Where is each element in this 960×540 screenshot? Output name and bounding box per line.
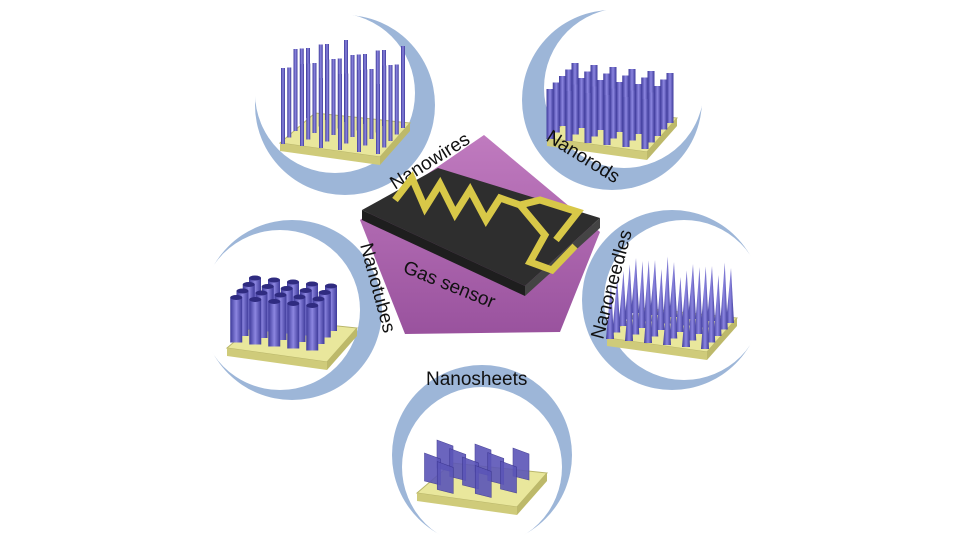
substrate-side <box>517 473 547 515</box>
nanorods-structures <box>546 63 674 149</box>
substrate-edge <box>607 338 707 360</box>
substrate-side <box>380 123 410 165</box>
nanotubes-structures <box>230 275 337 351</box>
substrate-edge <box>547 138 647 160</box>
nanosheets-structures <box>424 439 530 498</box>
nanowires-structures <box>281 40 405 154</box>
substrate-edge <box>227 348 327 370</box>
substrate-side <box>647 118 677 160</box>
substrate-edge <box>280 143 380 165</box>
nanosheets-label: Nanosheets <box>426 369 527 390</box>
nanoneedles-structures <box>606 256 734 349</box>
substrate-side <box>327 328 357 370</box>
panel-nanorods: Nanorods <box>522 8 704 190</box>
substrate-edge <box>417 493 517 515</box>
substrate-side <box>707 318 737 360</box>
panel-nanosheets: Nanosheets <box>392 365 572 540</box>
panel-nanoneedles: Nanoneedles <box>582 210 764 390</box>
panel-nanowires: Nanowires <box>255 13 474 195</box>
panel-nanotubes: Nanotubes <box>200 220 399 400</box>
